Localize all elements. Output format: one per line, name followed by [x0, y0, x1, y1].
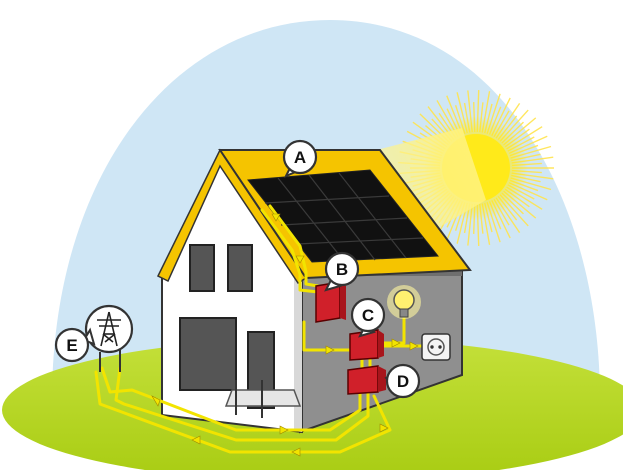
power-socket-icon: [422, 334, 450, 360]
callout-a-label: A: [294, 148, 306, 167]
callout-d: D: [386, 365, 419, 397]
window-upper-left: [190, 245, 214, 291]
house-front-shade: [294, 276, 302, 432]
light-bulb-icon: [387, 285, 421, 319]
window-upper-right: [228, 245, 252, 291]
energy-meter: [348, 366, 386, 394]
window-lower: [180, 318, 236, 390]
callout-c-label: C: [362, 306, 374, 325]
callout-e-label: E: [66, 336, 77, 355]
callout-b-label: B: [336, 260, 348, 279]
callout-d-label: D: [397, 372, 409, 391]
